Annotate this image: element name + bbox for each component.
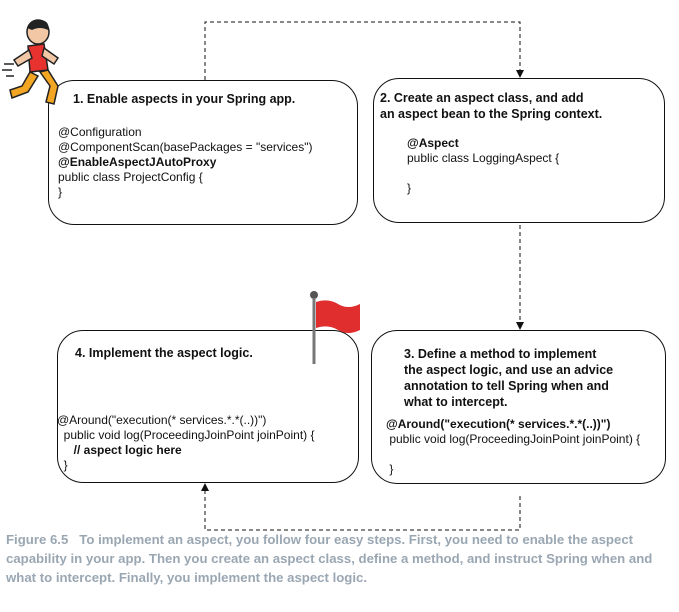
step4-title: 4. Implement the aspect logic. xyxy=(75,346,253,360)
step3-title-line: 3. Define a method to implement xyxy=(404,347,597,361)
code-line: // aspect logic here xyxy=(57,443,182,457)
code-line: @Around("execution(* services.*.*(..))") xyxy=(386,417,611,431)
step4-box: 4. Implement the aspect logic. @Around("… xyxy=(57,330,359,483)
step1-code: @Configuration @ComponentScan(basePackag… xyxy=(58,125,313,200)
step3-code: @Around("execution(* services.*.*(..))")… xyxy=(386,417,640,477)
red-flag-icon xyxy=(310,291,360,364)
code-line: public void log(ProceedingJoinPoint join… xyxy=(386,432,641,446)
running-person-icon xyxy=(2,19,60,105)
code-line: @Around("execution(* services.*.*(..))") xyxy=(57,413,267,427)
figure-label: Figure 6.5 xyxy=(6,532,69,547)
code-line: @Configuration xyxy=(58,125,142,139)
step3-title-line: annotation to tell Spring when and xyxy=(404,379,609,393)
step2-title-line: 2. Create an aspect class, and add xyxy=(380,91,584,105)
code-line: @ComponentScan(basePackages = "services"… xyxy=(58,140,313,154)
code-line: } xyxy=(58,185,63,199)
arrow-step1-to-step2 xyxy=(204,21,524,80)
step4-code: @Around("execution(* services.*.*(..))")… xyxy=(57,413,315,473)
arrow-step3-to-step4 xyxy=(201,483,521,531)
code-line: @Aspect xyxy=(407,136,459,150)
figure-caption-text: To implement an aspect, you follow four … xyxy=(6,532,653,585)
code-line: public class ProjectConfig { xyxy=(58,170,203,184)
step1-box: 1. Enable aspects in your Spring app. @C… xyxy=(48,80,358,225)
step3-title-line: the aspect logic, and use an advice xyxy=(404,363,614,377)
step2-box: 2. Create an aspect class, and add an as… xyxy=(373,78,665,223)
code-line: public class LoggingAspect { xyxy=(407,151,560,165)
step3-title-line: what to intercept. xyxy=(404,395,508,409)
code-line: } xyxy=(57,458,68,472)
code-line: public void log(ProceedingJoinPoint join… xyxy=(57,428,315,442)
step2-title-line: an aspect bean to the Spring context. xyxy=(380,107,603,121)
step3-title: 3. Define a method to implement the aspe… xyxy=(404,346,613,410)
code-line: @EnableAspectJAutoProxy xyxy=(58,155,217,169)
step3-box: 3. Define a method to implement the aspe… xyxy=(371,330,666,484)
code-line: } xyxy=(386,462,394,476)
code-line xyxy=(386,447,640,462)
code-line: } xyxy=(407,181,412,195)
step1-title: 1. Enable aspects in your Spring app. xyxy=(73,92,296,106)
step2-title: 2. Create an aspect class, and add an as… xyxy=(380,90,602,122)
figure-caption: Figure 6.5 To implement an aspect, you f… xyxy=(6,530,674,587)
step2-code: @Aspect public class LoggingAspect { } xyxy=(407,136,559,196)
code-line xyxy=(407,166,559,181)
